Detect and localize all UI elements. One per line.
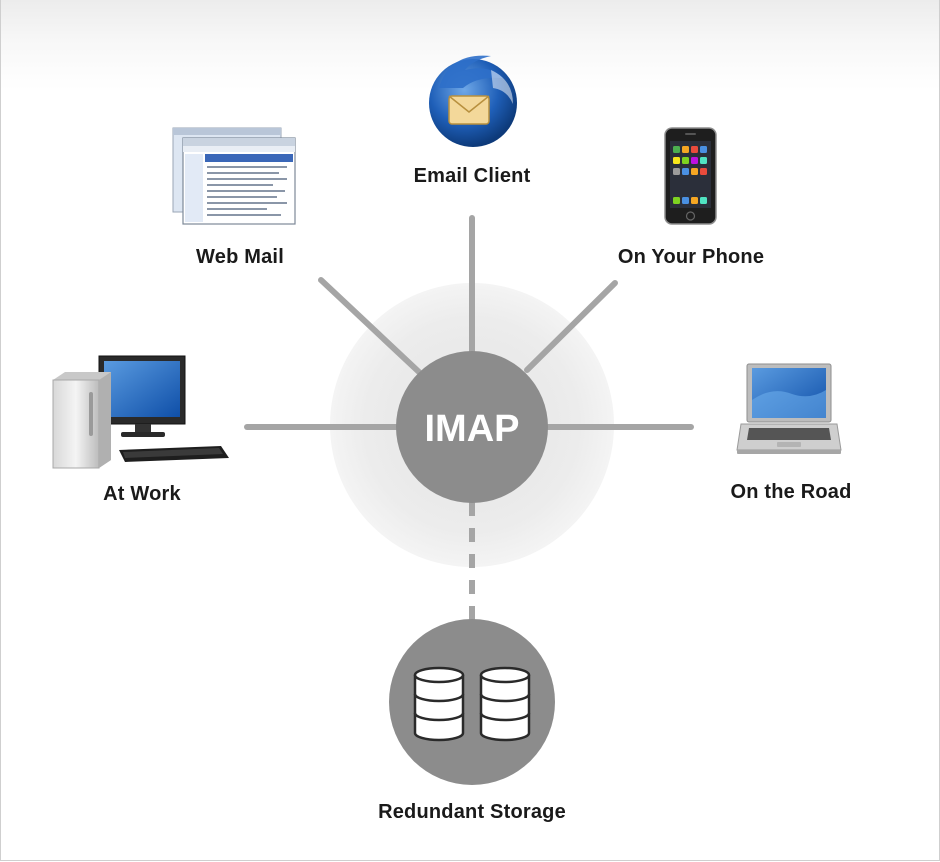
imap-hub-label: IMAP [425,408,520,450]
storage-circle [389,619,555,785]
laptop-icon [736,363,842,454]
on-the-road-label: On the Road [730,481,852,503]
connectors [244,215,694,620]
connector-web-mail [318,277,422,375]
desktop-computer-icon [52,355,229,469]
at-work-label: At Work [103,483,181,505]
imap-hub [396,351,548,503]
thunderbird-icon [429,55,517,147]
email-client-label: Email Client [413,165,531,187]
browser-window-icon [172,127,296,225]
web-mail-label: Web Mail [196,246,284,268]
on-your-phone-label: On Your Phone [617,246,765,268]
connector-on-your-phone [524,280,618,373]
redundant-storage-label: Redundant Storage [378,801,566,823]
smartphone-icon [664,127,717,225]
database-icon [413,666,531,742]
